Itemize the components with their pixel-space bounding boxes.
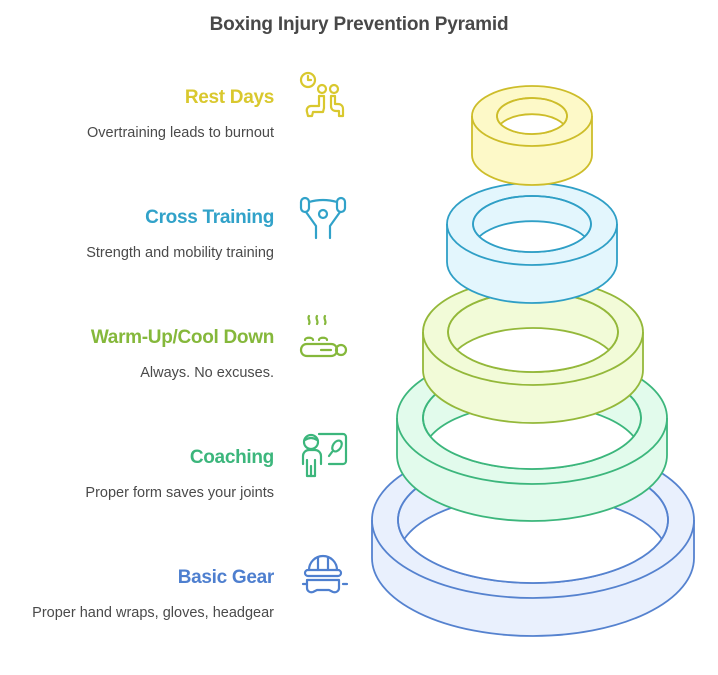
- level-label-coaching: Coaching: [189, 447, 274, 468]
- level-label-basic-gear: Basic Gear: [177, 567, 275, 588]
- ring-rest-days: [471, 85, 593, 186]
- ring-top-edge: [471, 115, 593, 147]
- ring-top-edge: [371, 519, 695, 599]
- weightlifter-icon: [297, 190, 349, 242]
- level-label-warm-up-cool-down: Warm-Up/Cool Down: [90, 327, 274, 348]
- level-description-cross-training: Strength and mobility training: [86, 245, 274, 261]
- rest-seated-people-clock-icon: [297, 70, 349, 122]
- hot-stone-massage-icon: [297, 310, 349, 362]
- level-description-basic-gear: Proper hand wraps, gloves, headgear: [32, 605, 274, 621]
- helmet-goggles-icon: [299, 550, 351, 602]
- ring-top-edge: [446, 223, 618, 266]
- ring-warm-up-cool-down: [422, 278, 644, 424]
- diagram-title: Boxing Injury Prevention Pyramid: [209, 14, 509, 35]
- ring-hole-opening: [473, 220, 591, 252]
- level-description-coaching: Proper form saves your joints: [85, 485, 274, 501]
- ring-hole-outline: [496, 97, 568, 135]
- ring-hole-outline: [472, 195, 592, 253]
- ring-top-edge: [396, 417, 668, 485]
- coach-whiteboard-icon: [297, 430, 349, 482]
- level-description-rest-days: Overtraining leads to burnout: [87, 125, 274, 141]
- level-label-rest-days: Rest Days: [184, 87, 274, 108]
- level-label-cross-training: Cross Training: [145, 207, 274, 228]
- level-description-warm-up-cool-down: Always. No excuses.: [140, 365, 274, 381]
- ring-top-edge: [422, 331, 644, 386]
- ring-cross-training: [446, 182, 618, 304]
- ring-hole-opening: [497, 113, 567, 134]
- ring-hole-opening: [448, 327, 618, 372]
